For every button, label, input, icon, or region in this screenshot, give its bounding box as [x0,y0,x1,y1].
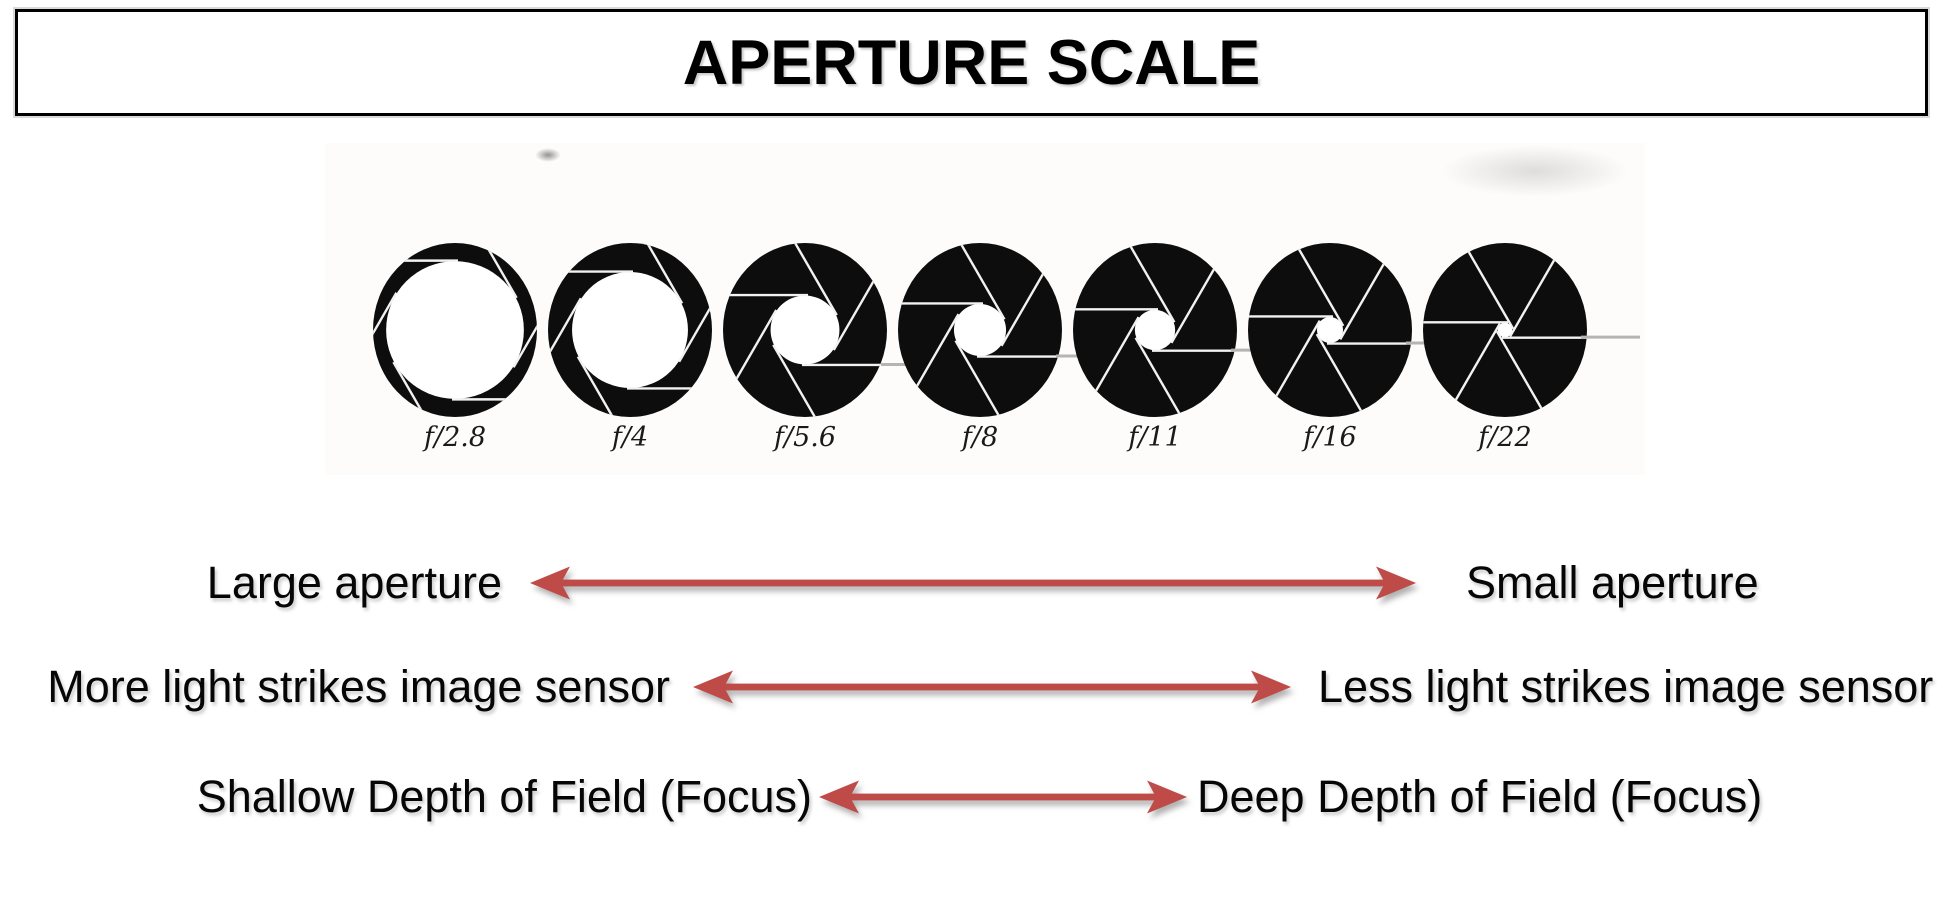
less-light-label: Less light strikes image sensor [1318,661,1934,712]
fstop-label: f/5.6 [772,422,836,453]
shallow-dof-label: Shallow Depth of Field (Focus) [196,771,812,822]
title-box: APERTURE SCALE [15,9,1928,116]
fstop-label: f/2.8 [422,422,486,453]
page-title: APERTURE SCALE [682,27,1261,98]
small-aperture-label: Small aperture [1466,557,1759,608]
depth-of-field-arrow [819,780,1187,814]
large-aperture-label: Large aperture [206,557,502,608]
fstop-label: f/4 [610,422,648,453]
aperture-size-arrow [530,566,1416,600]
more-light-label: More light strikes image sensor [47,661,670,712]
light-amount-arrow [693,670,1291,704]
fstop-label: f/16 [1301,422,1356,453]
aperture-f/5.6: f/5.6 [723,243,942,453]
aperture-f/8: f/8 [898,243,1117,453]
fstop-label: f/11 [1126,422,1181,453]
aperture-f/4: f/4 [548,243,712,453]
aperture-f/22: f/22 [1423,243,1640,453]
fstop-label: f/22 [1476,422,1531,453]
aperture-diagram: f/2.8 f/4 f/5.6 f/8 f/11 f/16 f/22 [325,143,1645,475]
aperture-f/2.8: f/2.8 [373,243,537,453]
fstop-label: f/8 [960,422,998,453]
deep-dof-label: Deep Depth of Field (Focus) [1197,771,1763,822]
aperture-strip: f/2.8 f/4 f/5.6 f/8 f/11 f/16 f/22 [373,243,1640,453]
scan-speck [535,148,561,162]
